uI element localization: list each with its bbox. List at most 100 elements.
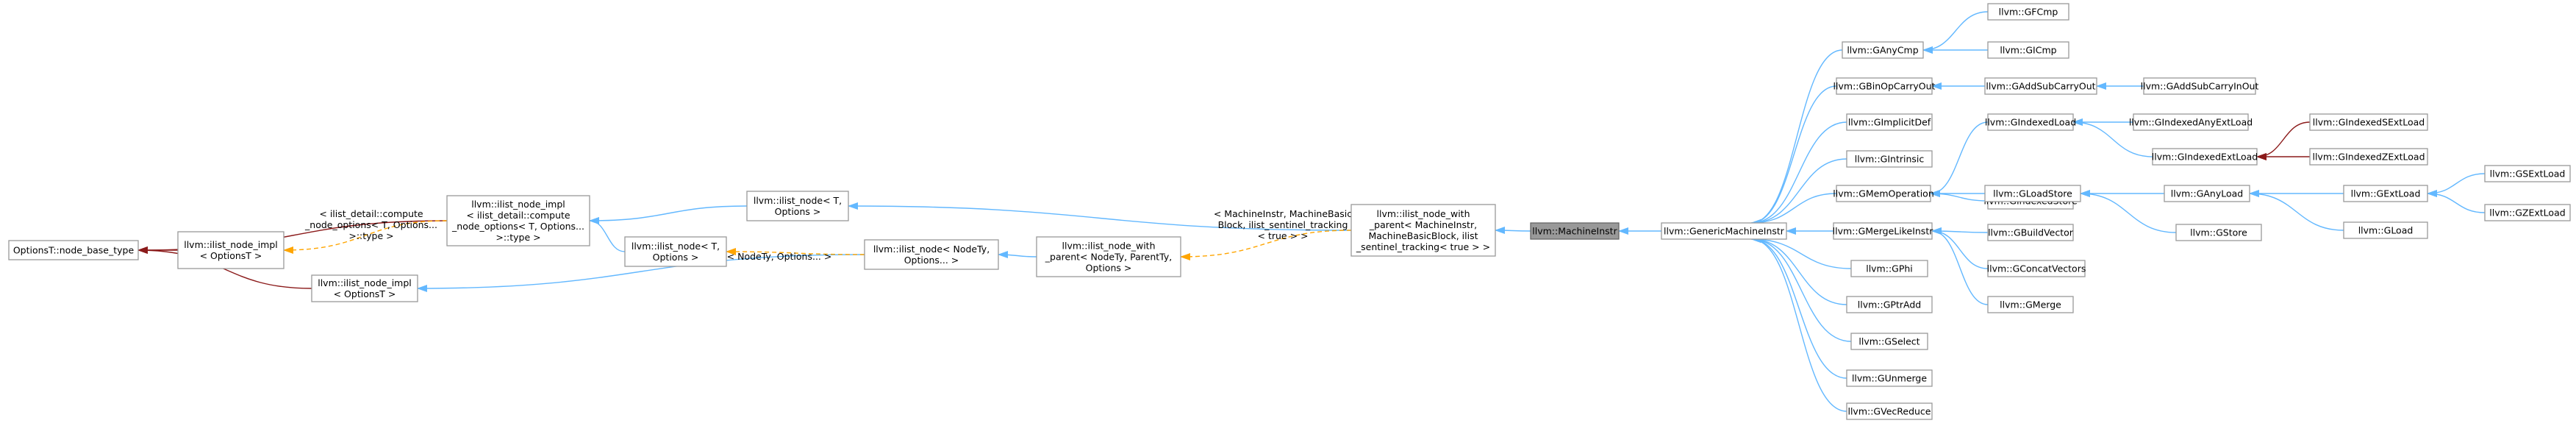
class-node-gstore[interactable]: llvm::GStore [2175,224,2262,241]
edge-gstore-to-gload-store [2080,190,2177,233]
edge-gselect-to-generic-machine-instr [1750,235,1852,342]
class-node-gany-cmp[interactable]: llvm::GAnyCmp [1842,41,1924,59]
class-node-gicmp[interactable]: llvm::GICmp [1987,41,2069,59]
class-node-gmerge[interactable]: llvm::GMerge [1987,296,2074,313]
edge-gmem-operation-to-generic-machine-instr [1750,193,1837,227]
class-node-gfcmp[interactable]: llvm::GFCmp [1987,3,2069,21]
class-node-gindexed-load[interactable]: llvm::GIndexedLoad [1985,113,2076,131]
edge-gsext-load-to-gext-load [2427,173,2486,197]
class-node-label: llvm::GStore [2190,227,2247,238]
class-node-label: llvm::GVecReduce [1847,406,1931,417]
class-node-label: llvm::GAnyCmp [1847,45,1918,56]
edge-label-compute-options: < ilist_detail::compute_node_options< T,… [304,208,437,241]
class-node-gconcat-vectors[interactable]: llvm::GConcatVectors [1987,260,2086,277]
class-node-gmerge-like-instr[interactable]: llvm::GMergeLikeInstr [1833,222,1934,240]
edge-gimplicit-def-to-generic-machine-instr [1750,121,1847,227]
class-node-gselect[interactable]: llvm::GSelect [1850,333,1928,350]
class-node-gext-load[interactable]: llvm::GExtLoad [2343,185,2428,202]
class-node-label: llvm::ilist_node< NodeTy,Options... > [873,244,990,266]
class-node-label: llvm::GIndexedLoad [1985,117,2076,128]
class-node-gindexed-z-ext-load[interactable]: llvm::GIndexedZExtLoad [2309,148,2428,166]
edge-gload-to-gany-load [2249,190,2344,231]
class-node-ilist-node-nodety[interactable]: llvm::ilist_node< NodeTy,Options... > [864,239,999,270]
class-node-label: llvm::GIndexedSExtLoad [2313,117,2425,128]
class-node-gptr-add[interactable]: llvm::GPtrAdd [1846,296,1933,313]
class-node-label: llvm::GImplicitDef [1848,117,1931,128]
class-node-label: OptionsT::node_base_type [13,245,135,256]
edge-ilist-node-T-options2-to-ilist-node-impl-compute [589,217,626,252]
class-node-ilist-node-with-parent-tmpl[interactable]: llvm::ilist_node_with_parent< NodeTy, Pa… [1036,236,1181,277]
class-node-ilist-node-impl-opt[interactable]: llvm::ilist_node_impl< OptionsT > [177,231,285,269]
edge-gindexed-ext-load-to-gindexed-load [2072,118,2153,157]
class-node-gbuild-vector[interactable]: llvm::GBuildVector [1987,224,2074,241]
class-node-options-base-type[interactable]: OptionsT::node_base_type [8,240,139,260]
class-node-ilist-node-impl-opt2[interactable]: llvm::ilist_node_impl< OptionsT > [311,274,418,302]
class-node-label: llvm::GFCmp [1999,7,2058,18]
class-node-ilist-node-with-parent-mi[interactable]: llvm::ilist_node_with_parent< MachineIns… [1350,204,1496,257]
edge-ilist-node-with-parent-tmpl-to-ilist-node-nodety [998,251,1037,259]
edge-gbinop-carry-out-to-generic-machine-instr [1750,85,1837,227]
class-node-ilist-node-T-options2[interactable]: llvm::ilist_node< T,Options > [624,236,727,267]
edge-ilist-node-impl-opt2-to-options-base-type [137,246,312,289]
edge-gindexed-s-ext-load-to-gindexed-ext-load [2256,121,2311,160]
edge-gunmerge-to-generic-machine-instr [1750,235,1847,379]
edge-ilist-node-impl-compute-to-ilist-node-impl-opt [283,220,448,254]
edge-gvec-reduce-to-generic-machine-instr [1750,235,1847,412]
class-node-gload-store[interactable]: llvm::GLoadStore [1984,185,2081,202]
class-node-gimplicit-def[interactable]: llvm::GImplicitDef [1846,113,1933,131]
class-node-label: llvm::GICmp [2000,45,2056,56]
edge-machine-instr-to-ilist-node-with-parent-mi [1495,227,1531,235]
class-node-label: llvm::GZExtLoad [2489,207,2565,219]
edge-gintrinsic-to-generic-machine-instr [1750,158,1847,227]
class-node-gmem-operation[interactable]: llvm::GMemOperation [1833,185,1934,202]
class-node-label: llvm::GMemOperation [1833,188,1934,199]
class-node-gindexed-ext-load[interactable]: llvm::GIndexedExtLoad [2152,148,2258,166]
class-node-gintrinsic[interactable]: llvm::GIntrinsic [1846,150,1933,168]
edge-gany-cmp-to-generic-machine-instr [1750,49,1843,227]
edge-gindexed-store-to-gmem-operation [1930,190,1989,202]
edge-gfcmp-to-gany-cmp [1922,11,1989,54]
class-node-label: llvm::GSExtLoad [2490,168,2566,180]
class-node-label: llvm::GAddSubCarryInOut [2141,81,2259,92]
class-node-label: llvm::GLoad [2358,225,2414,236]
class-node-ilist-node-T-options[interactable]: llvm::ilist_node< T,Options > [746,191,849,221]
class-node-label: llvm::ilist_node_with_parent< NodeTy, Pa… [1045,241,1172,274]
class-node-gany-load[interactable]: llvm::GAnyLoad [2164,185,2250,202]
class-node-label: llvm::GAddSubCarryOut [1986,81,2095,92]
class-node-label: llvm::GPtrAdd [1858,299,1921,310]
class-node-gindexed-any-ext-load[interactable]: llvm::GIndexedAnyExtLoad [2129,113,2253,131]
class-node-gphi[interactable]: llvm::GPhi [1850,260,1928,277]
class-node-label: llvm::ilist_node_impl< ilist_detail::com… [451,199,584,243]
class-node-label: llvm::ilist_node_impl< OptionsT > [184,239,278,261]
class-node-gaddsub-carry-inout[interactable]: llvm::GAddSubCarryInOut [2141,77,2259,95]
class-node-gbinop-carry-out[interactable]: llvm::GBinOpCarryOut [1833,77,1936,95]
class-node-gaddsub-carry-out[interactable]: llvm::GAddSubCarryOut [1984,77,2097,95]
class-node-label: llvm::GIndexedExtLoad [2152,152,2258,163]
edge-ilist-node-T-options-to-ilist-node-impl-compute [589,205,748,224]
class-node-label: llvm::ilist_node_with_parent< MachineIns… [1356,208,1490,252]
edge-gmerge-to-gmerge-like-instr [1931,227,1989,305]
class-node-label: llvm::GSelect [1858,336,1920,347]
class-node-generic-machine-instr[interactable]: llvm::GenericMachineInstr [1661,222,1787,240]
class-node-gload[interactable]: llvm::GLoad [2343,221,2428,239]
class-node-label: llvm::GMergeLikeInstr [1833,226,1934,237]
class-node-label: llvm::GIndexedZExtLoad [2312,152,2425,163]
class-node-label: llvm::MachineInstr [1532,226,1617,237]
class-node-label: llvm::GUnmerge [1852,373,1927,384]
class-node-gunmerge[interactable]: llvm::GUnmerge [1846,369,1933,387]
class-node-label: llvm::GIntrinsic [1855,154,1925,165]
class-node-ilist-node-impl-compute[interactable]: llvm::ilist_node_impl< ilist_detail::com… [446,195,590,246]
edge-ilist-node-with-parent-mi-to-ilist-node-T-options [848,202,1352,231]
class-node-label: llvm::GAnyLoad [2171,188,2244,199]
class-node-gindexed-s-ext-load[interactable]: llvm::GIndexedSExtLoad [2309,113,2428,131]
class-node-label: llvm::ilist_node_impl< OptionsT > [318,277,412,299]
class-node-gvec-reduce[interactable]: llvm::GVecReduce [1846,402,1933,420]
class-node-gzext-load[interactable]: llvm::GZExtLoad [2484,204,2571,221]
class-node-gsext-load[interactable]: llvm::GSExtLoad [2484,165,2571,182]
edge-gconcat-vectors-to-gmerge-like-instr [1931,227,1989,269]
class-node-label: llvm::GBuildVector [1988,227,2074,238]
edge-gphi-to-generic-machine-instr [1750,235,1852,269]
edge-gindexed-load-to-gmem-operation [1930,121,1989,197]
edge-label-nodety-options: < NodeTy, Options... > [727,251,832,262]
